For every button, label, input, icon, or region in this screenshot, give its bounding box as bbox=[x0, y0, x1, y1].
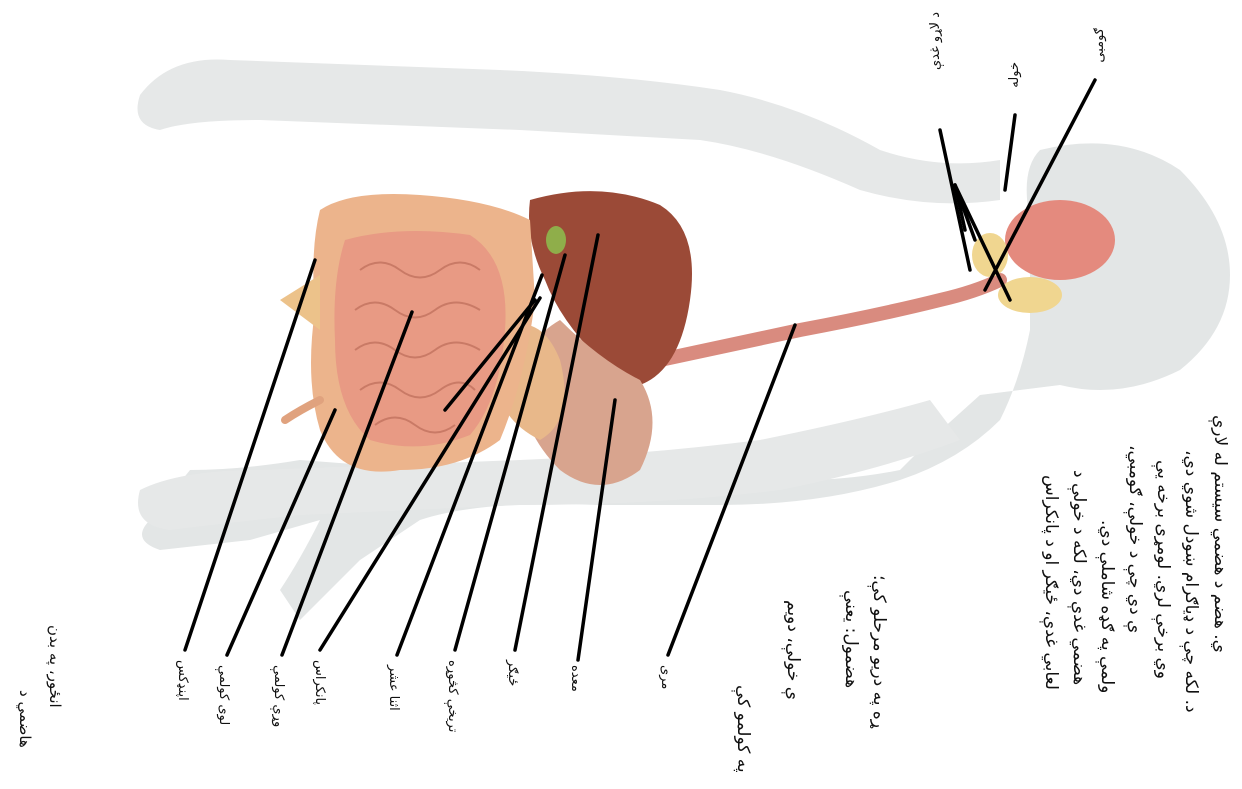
paragraph-line: په کولمو کې bbox=[730, 685, 756, 773]
leader-mouth bbox=[1005, 115, 1015, 190]
label-liver: ځیګر bbox=[505, 660, 520, 686]
paragraph-line: د. لکه چې د ډیاګرام ښودل شوي دي، bbox=[1178, 450, 1204, 713]
paragraph-line: هضمي غدې دي، لکه د خولې د bbox=[1066, 470, 1092, 685]
label-gallbladder: تریخې کڅوړه bbox=[445, 660, 460, 732]
label-large-intestine: لوی کولمې bbox=[216, 665, 231, 725]
label-pancreas: پانکراس bbox=[312, 660, 327, 705]
paragraph-line: وي برخې لري. لومړی برخه یې bbox=[1150, 460, 1176, 679]
paragraph-line: لعابي غدې، ځیګر او د پانکراس bbox=[1038, 475, 1064, 690]
body-paragraph: ي. هضم د هضمي سیستم له لارې د. لکه چې د … bbox=[700, 300, 1240, 789]
paragraph-line: ې خولې، دویم bbox=[780, 600, 806, 700]
mouth-region bbox=[1005, 200, 1115, 280]
paragraph-line: ې دي چې د خولې، ګومبي، bbox=[1122, 445, 1148, 633]
label-duodenum: اثنا عشر bbox=[386, 665, 401, 711]
appendix-shape bbox=[285, 400, 320, 420]
paragraph-line: ړه په دریو مرحلو کې؛ bbox=[866, 575, 892, 728]
label-esophagus: مری bbox=[658, 665, 673, 689]
paragraph-line: ولمې په ګډه شاملې دي. bbox=[1094, 520, 1120, 693]
label-small-intestine: وړې کولمې bbox=[271, 665, 286, 727]
label-salivary: د لاړو غدې bbox=[928, 12, 943, 70]
label-tongue: ګومبی bbox=[1092, 28, 1107, 63]
gallbladder-shape bbox=[546, 226, 566, 254]
side-fragment-1: انځور، په بدن bbox=[42, 625, 68, 708]
small-intestine-shape bbox=[334, 231, 505, 446]
side-fragment-2: هاضمي د bbox=[12, 690, 38, 748]
paragraph-line: ي. هضم د هضمي سیستم له لارې bbox=[1207, 415, 1233, 653]
paragraph-line: هضمول: یعنې bbox=[838, 590, 864, 688]
label-mouth: خوله bbox=[1007, 62, 1022, 88]
arm-upper bbox=[138, 59, 1001, 203]
label-stomach: معده bbox=[568, 665, 583, 692]
label-appendix: اپنډکس bbox=[175, 660, 190, 701]
